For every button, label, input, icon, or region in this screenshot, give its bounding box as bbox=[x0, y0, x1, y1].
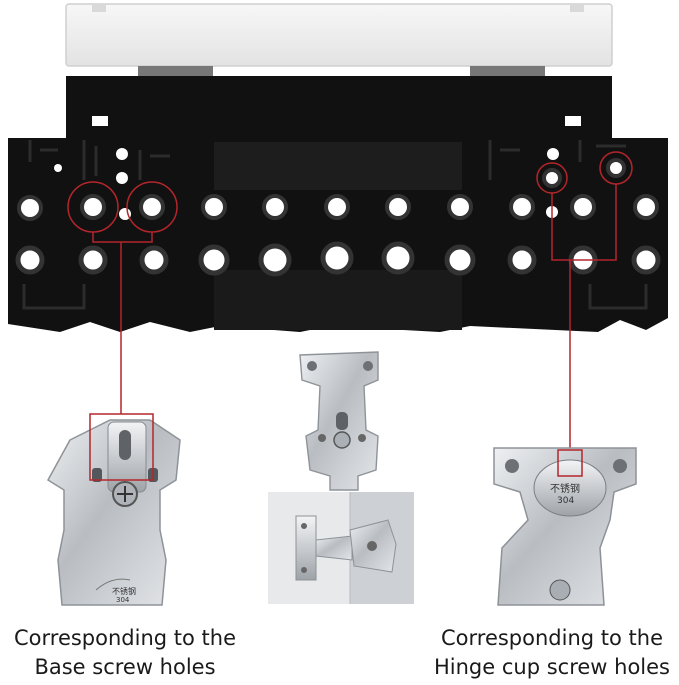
transparent-cover bbox=[65, 3, 613, 80]
base-caption-line1: Corresponding to the bbox=[14, 626, 236, 650]
cup-stamp-text: 不锈钢 bbox=[550, 482, 580, 495]
base-screw-holes-caption: Corresponding to the Base screw holes bbox=[0, 624, 250, 682]
hinge-cup-caption-line1: Corresponding to the bbox=[441, 626, 663, 650]
hinge-stamp-text: 不锈钢 bbox=[112, 586, 136, 596]
hinge-grade-text: 304 bbox=[116, 596, 130, 604]
highlight-markers bbox=[67, 151, 633, 462]
base-hinge-closeup: 不锈钢 304 bbox=[47, 413, 181, 606]
base-caption-line2: Base screw holes bbox=[34, 655, 216, 679]
cup-grade-text: 304 bbox=[557, 496, 574, 506]
hinge-cup-screw-holes-caption: Corresponding to the Hinge cup screw hol… bbox=[425, 624, 679, 682]
hinge-cup-closeup: 不锈钢 304 bbox=[493, 447, 637, 606]
hinge-cup-caption-line2: Hinge cup screw holes bbox=[433, 655, 670, 679]
installed-hinge-photo bbox=[268, 492, 414, 604]
center-hinge bbox=[299, 351, 379, 491]
drilling-jig bbox=[8, 76, 668, 332]
